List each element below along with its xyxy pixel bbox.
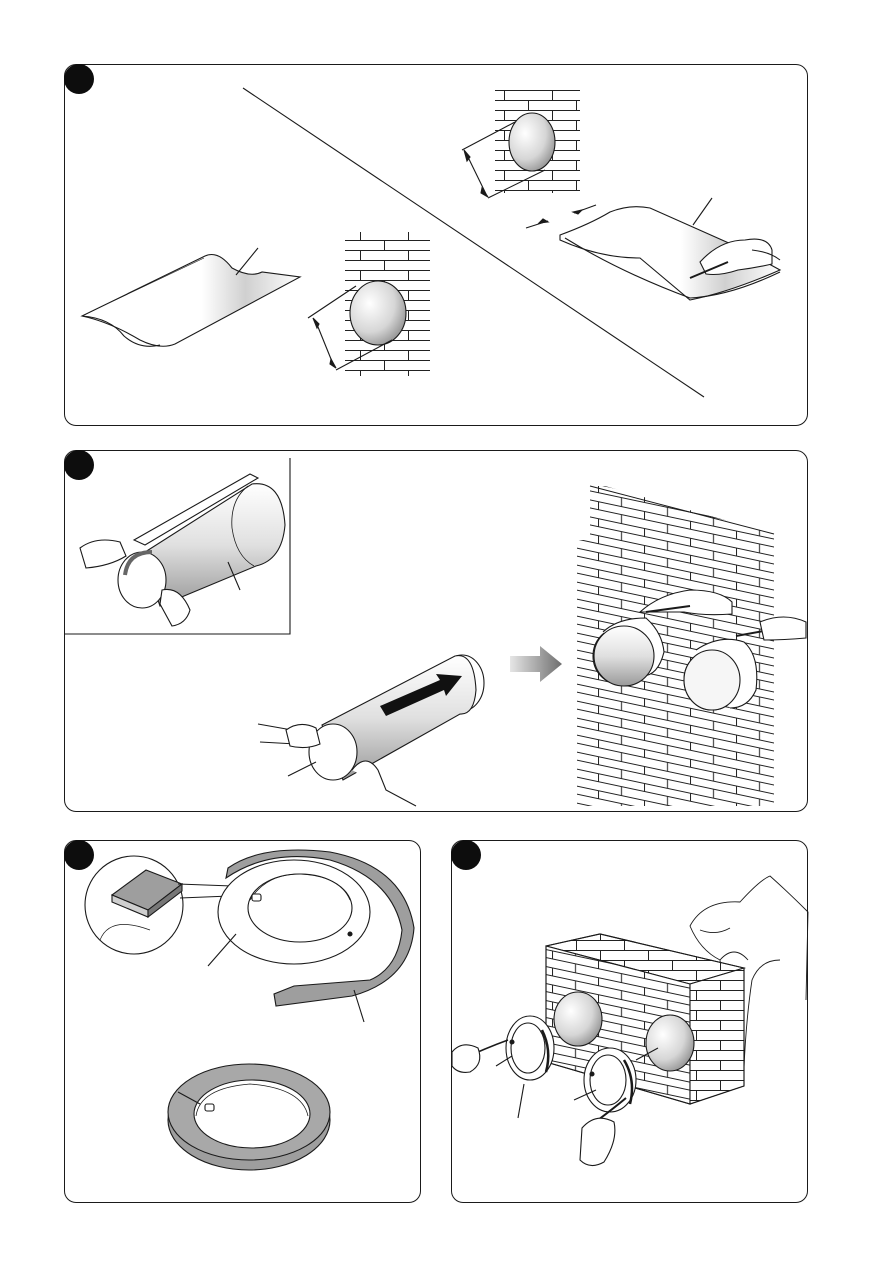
step-1-drawings — [82, 88, 780, 397]
gasket-ring-assembled — [168, 1064, 330, 1170]
flange-with-gasket — [208, 850, 414, 1022]
sheet-marking — [526, 198, 780, 300]
sleeves-in-wall — [577, 486, 806, 806]
flexible-sheet — [82, 248, 300, 346]
step-4-drawings — [452, 876, 808, 1166]
step-3-drawings — [85, 850, 414, 1170]
wall-opening-measure — [308, 232, 430, 376]
progress-arrow — [510, 646, 562, 682]
insert-sleeve — [258, 655, 484, 806]
rolled-sleeve-inset — [80, 474, 285, 626]
wall-opening-right — [462, 90, 580, 198]
brick-wall-openings — [546, 934, 744, 1104]
gasket-detail-inset — [85, 856, 232, 954]
step-2-drawings — [64, 458, 806, 806]
